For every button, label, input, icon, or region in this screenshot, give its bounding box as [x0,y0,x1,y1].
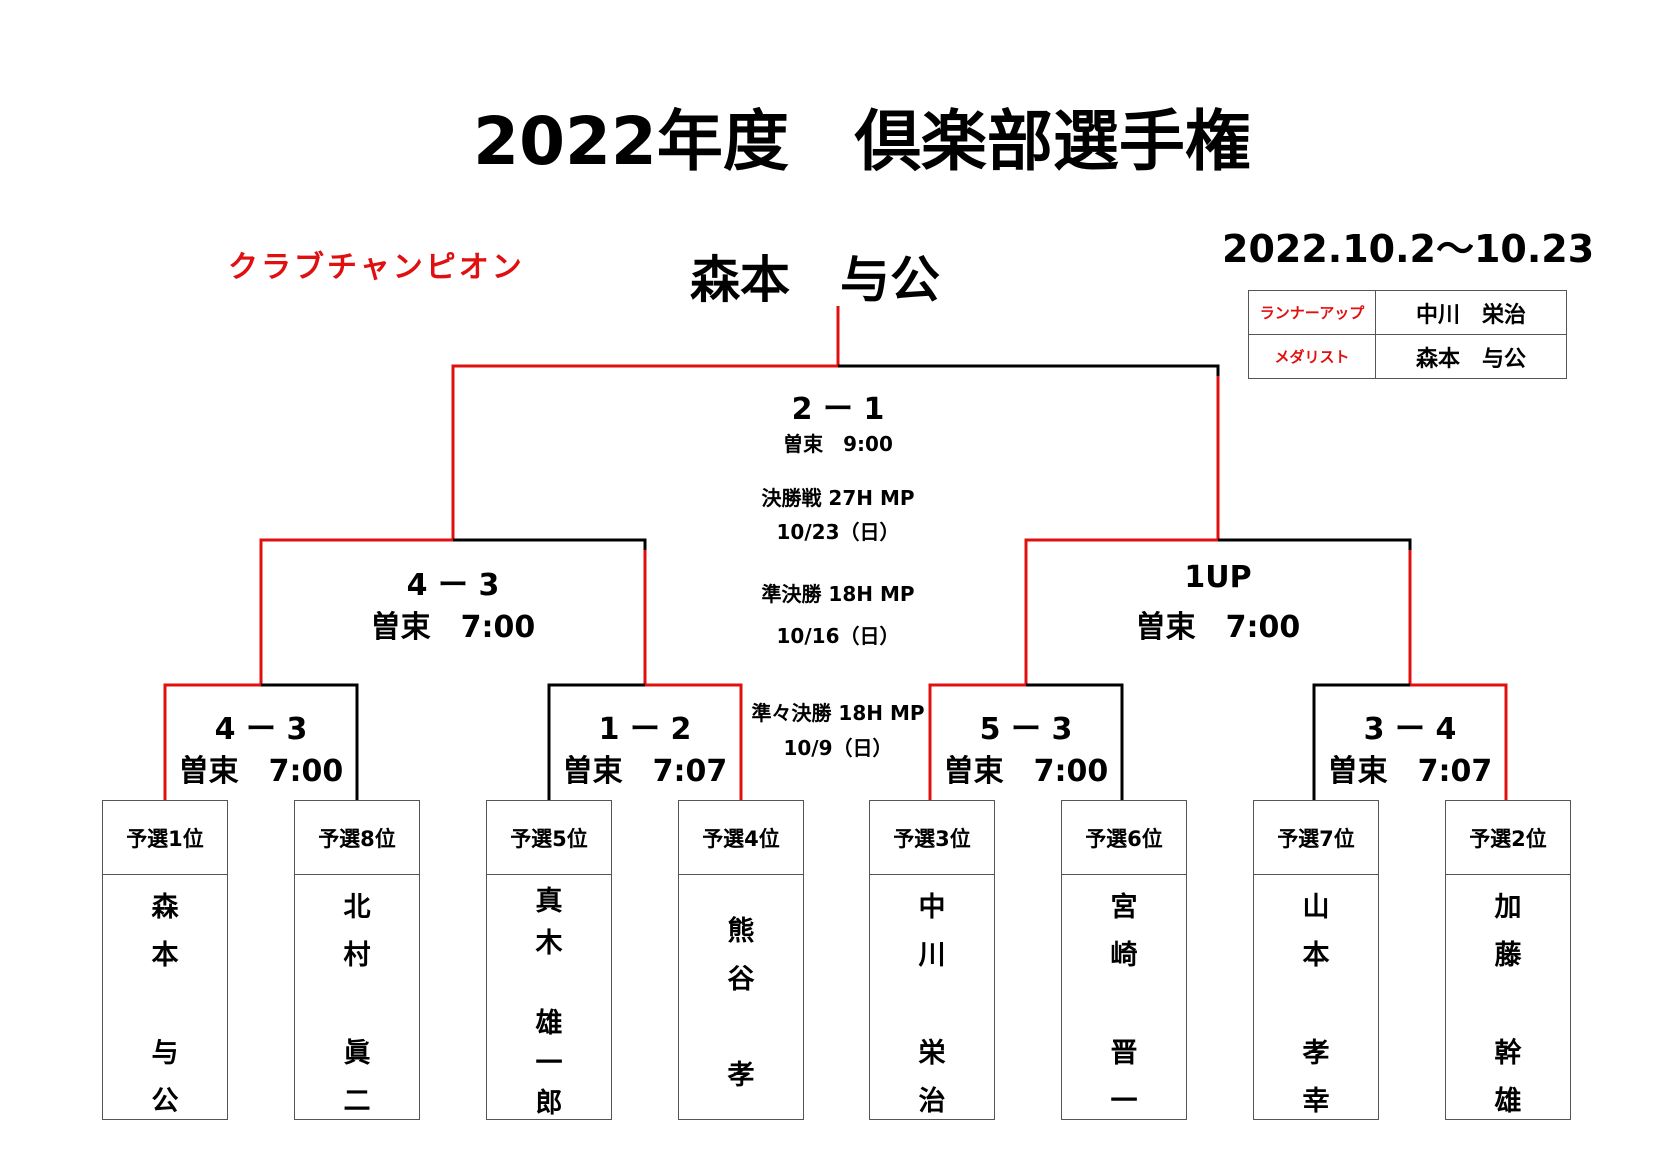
qf1-winner-line [163,683,261,800]
name-char: 雄 [535,1008,563,1039]
qf3-time: 曽束 7:00 [943,754,1109,789]
name-char: 一 [1110,1086,1138,1117]
player-name: 北 村 眞 二 [295,875,419,1119]
qf2-time: 曽束 7:07 [562,754,728,789]
champion-label: クラブチャンピオン [228,250,525,285]
player-box: 予選5位 真 木 雄 一 郎 [486,800,612,1120]
player-name: 中 川 栄 治 [870,875,994,1119]
name-char: 川 [918,940,946,971]
qf1-loser-line [261,683,359,800]
name-char: 中 [918,892,946,923]
qf2-winner-line [645,683,743,800]
name-char: 与 [151,1038,179,1069]
qf1-score: 4 ー 3 [214,712,308,747]
qf3-score: 5 ー 3 [979,712,1073,747]
player-seed: 予選1位 [103,801,227,875]
name-char: 北 [343,892,371,923]
name-char: 藤 [1494,940,1522,971]
name-char: 眞 [343,1038,371,1069]
final-right-line [838,364,1220,540]
semi-right-score: 1UP [1184,560,1252,595]
qf3-loser-line [1026,683,1124,800]
name-char: 山 [1302,892,1330,923]
round-quarter-date: 10/9（日） [783,736,893,760]
player-box: 予選4位 熊 谷 孝 [678,800,804,1120]
player-box: 予選1位 森 本 与 公 [102,800,228,1120]
name-char: 宮 [1110,892,1138,923]
qf4-time: 曽束 7:07 [1327,754,1493,789]
name-char: 治 [918,1086,946,1117]
round-final-name: 決勝戦 27H MP [761,486,915,510]
award-label: ランナーアップ [1248,290,1376,335]
player-seed: 予選2位 [1446,801,1570,875]
round-semi-date: 10/16（日） [776,624,900,648]
final-score: 2 ー 1 [791,392,885,427]
player-seed: 予選3位 [870,801,994,875]
champion-name: 森本 与公 [690,251,940,309]
name-char: 谷 [727,964,755,995]
player-seed: 予選6位 [1062,801,1186,875]
player-seed: 予選4位 [679,801,803,875]
name-char: 一 [535,1048,563,1079]
semi-left-a-line [259,538,453,685]
name-char: 雄 [1494,1086,1522,1117]
name-char: 幹 [1494,1038,1522,1069]
page-title: 2022年度 倶楽部選手権 [473,103,1251,180]
name-char: 加 [1494,892,1522,923]
player-seed: 予選8位 [295,801,419,875]
semi-left-time: 曽束 7:00 [370,610,536,645]
award-row-medalist: メダリスト 森本 与公 [1248,334,1567,379]
player-name: 宮 崎 晋 一 [1062,875,1186,1119]
qf1-time: 曽束 7:00 [178,754,344,789]
qf4-loser-line [1312,683,1410,800]
name-char: 郎 [535,1088,563,1119]
player-box: 予選6位 宮 崎 晋 一 [1061,800,1187,1120]
name-char: 村 [343,940,371,971]
date-range: 2022.10.2～10.23 [1222,227,1595,271]
player-name: 真 木 雄 一 郎 [487,875,611,1119]
name-char: 木 [535,928,563,959]
player-name: 加 藤 幹 雄 [1446,875,1570,1119]
name-char: 崎 [1110,940,1138,971]
name-char: 晋 [1110,1038,1138,1069]
semi-left-score: 4 ー 3 [406,568,500,603]
name-char: 熊 [727,916,755,947]
awards-table: ランナーアップ 中川 栄治 メダリスト 森本 与公 [1248,290,1567,379]
qf4-winner-line [1410,683,1508,800]
round-semi-name: 準決勝 18H MP [761,582,915,606]
semi-right-a-line [1024,538,1218,685]
qf3-winner-line [928,683,1026,800]
name-char: 森 [151,892,179,923]
player-name: 山 本 孝 幸 [1254,875,1378,1119]
name-char: 孝 [1302,1038,1330,1069]
final-left-line [451,364,838,540]
name-char: 公 [151,1086,179,1117]
name-char: 二 [343,1086,371,1117]
award-name: 森本 与公 [1375,334,1567,379]
name-char: 真 [535,886,563,917]
award-label: メダリスト [1248,334,1376,379]
player-box: 予選7位 山 本 孝 幸 [1253,800,1379,1120]
player-name: 熊 谷 孝 [679,875,803,1119]
player-box: 予選8位 北 村 眞 二 [294,800,420,1120]
player-seed: 予選5位 [487,801,611,875]
qf4-score: 3 ー 4 [1363,712,1457,747]
player-name: 森 本 与 公 [103,875,227,1119]
semi-right-time: 曽束 7:00 [1135,610,1301,645]
name-char: 本 [1302,940,1330,971]
round-quarter-name: 準々決勝 18H MP [751,701,925,725]
name-char: 幸 [1302,1086,1330,1117]
qf2-loser-line [547,683,645,800]
name-char: 孝 [727,1060,755,1091]
round-final-date: 10/23（日） [776,520,900,544]
player-box: 予選2位 加 藤 幹 雄 [1445,800,1571,1120]
player-seed: 予選7位 [1254,801,1378,875]
name-char: 本 [151,940,179,971]
qf2-score: 1 ー 2 [598,712,692,747]
player-box: 予選3位 中 川 栄 治 [869,800,995,1120]
final-time: 曽束 9:00 [783,432,893,456]
name-char: 栄 [918,1038,946,1069]
